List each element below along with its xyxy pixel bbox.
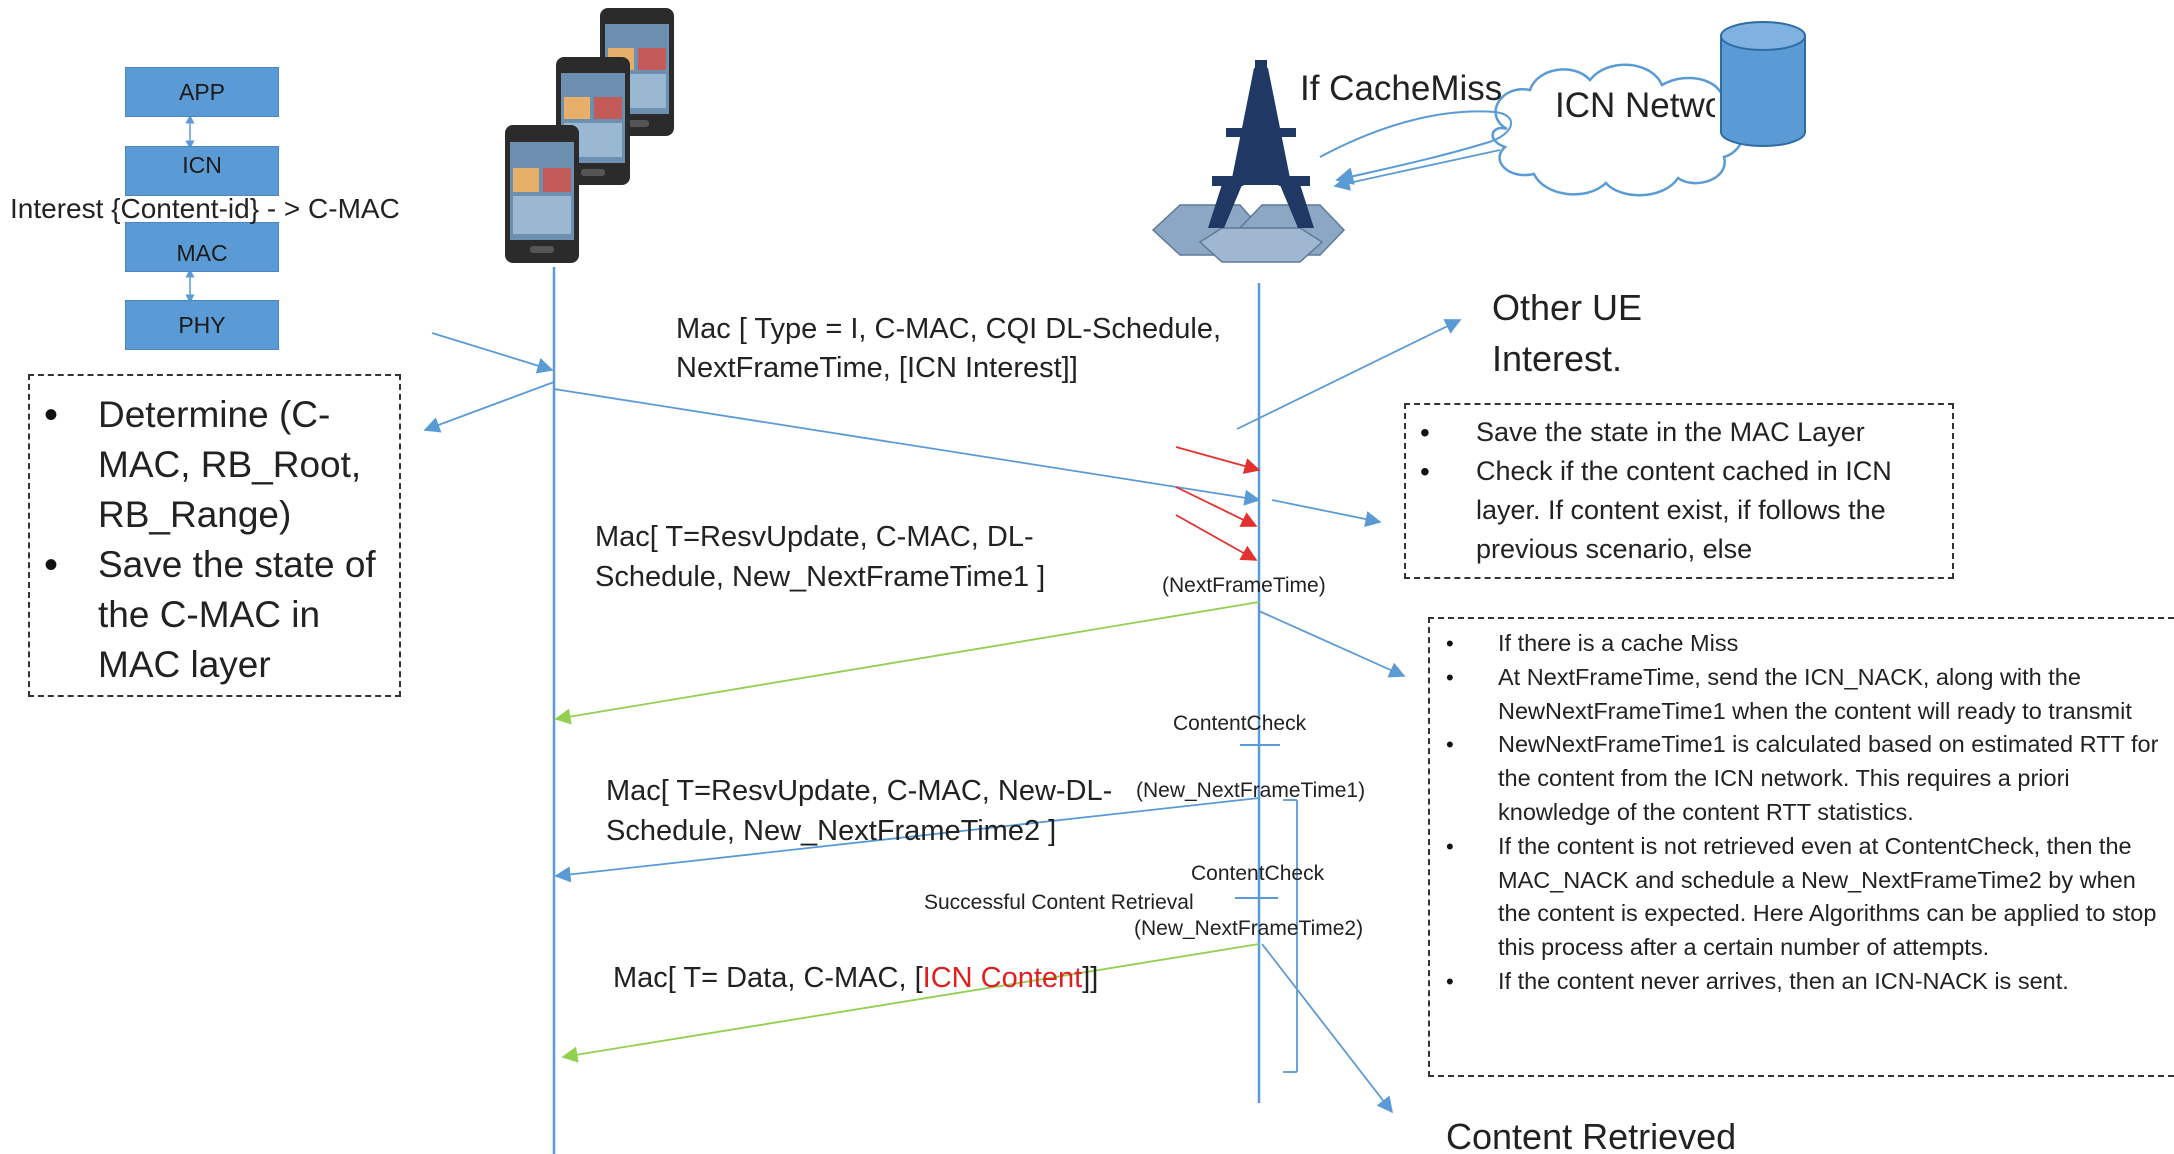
stack-icn-box: ICN (125, 146, 279, 196)
msg1-arrow (553, 388, 1261, 506)
cache-miss-item: If the content never arrives, then an IC… (1430, 965, 2166, 999)
ue-state-box: Determine (C-MAC, RB_Root, RB_Range) Sav… (28, 374, 401, 697)
msg4-suffix: ]] (1082, 962, 1099, 994)
interest-label: Interest {Content-id} - > C-MAC (10, 193, 400, 224)
database-icon (1720, 21, 1806, 147)
cache-miss-label: If CacheMiss (1300, 69, 1503, 108)
stack-app-label: APP (178, 78, 226, 105)
msg2-label: Mac[ T=ResvUpdate, C-MAC, DL-Schedule, N… (595, 521, 1046, 593)
other-ue-label: Other UE Interest. (1492, 287, 1643, 379)
tower-state-item: Check if the content cached in ICN layer… (1406, 452, 1952, 569)
ue-state-item: Save the state of the C-MAC in MAC layer (30, 540, 399, 690)
cloud-label: ICN Network (1555, 86, 1715, 125)
msg3-label: Mac[ T=ResvUpdate, C-MAC, New-DL-Schedul… (606, 775, 1113, 847)
msg3-arrow (554, 797, 1260, 883)
content-check-label-2: ContentCheck (1191, 862, 1325, 885)
stack-phy-label: PHY (178, 311, 226, 338)
new-next-frame-time1-label: (New_NextFrameTime1) (1136, 779, 1366, 802)
tower-icon (1208, 60, 1314, 228)
phone-icon-front (505, 125, 579, 263)
cache-miss-box: If there is a cache Miss At NextFrameTim… (1428, 617, 2174, 1077)
stack-icn-label: ICN (182, 151, 222, 178)
successful-retrieval-label: Successful Content Retrieval (924, 891, 1194, 914)
cache-miss-item: NewNextFrameTime1 is calculated based on… (1430, 728, 2166, 829)
tower-state-box: Save the state in the MAC Layer Check if… (1404, 403, 1954, 579)
cloud-label-clip: ICN Network (1555, 85, 1715, 135)
cache-miss-item: If there is a cache Miss (1430, 627, 2166, 661)
content-check-label-1: ContentCheck (1173, 712, 1307, 735)
msg2-arrow (554, 601, 1260, 725)
msg1-label: Mac [ Type = I, C-MAC, CQI DL-Schedule, … (676, 313, 1222, 384)
msg4-prefix: Mac[ T= Data, C-MAC, [ (613, 962, 923, 994)
stack-phy-box: PHY (125, 300, 279, 350)
cache-miss-item: At NextFrameTime, send the ICN_NACK, alo… (1430, 661, 2166, 729)
tower-state-item: Save the state in the MAC Layer (1406, 413, 1952, 452)
tower-base (1151, 204, 1346, 263)
stack-mac-label: MAC (176, 239, 228, 266)
next-frame-time-label: (NextFrameTime) (1162, 574, 1326, 597)
cache-miss-item: If the content is not retrieved even at … (1430, 830, 2166, 965)
new-next-frame-time2-label: (New_NextFrameTime2) (1134, 917, 1364, 940)
stack-mac-box: MAC (125, 222, 279, 272)
phone-icon-middle (556, 57, 630, 185)
ue-state-item: Determine (C-MAC, RB_Root, RB_Range) (30, 390, 399, 540)
icn-cloud (1491, 63, 1745, 197)
msg4-content: ICN Content (922, 962, 1083, 994)
stack-app-box: APP (125, 67, 279, 117)
msg4-arrow (561, 943, 1260, 1063)
content-retrieved-label: Content Retrieved (1446, 1116, 1737, 1154)
msg4-label: Mac[ T= Data, C-MAC, [ICN Content]] (613, 961, 1098, 996)
